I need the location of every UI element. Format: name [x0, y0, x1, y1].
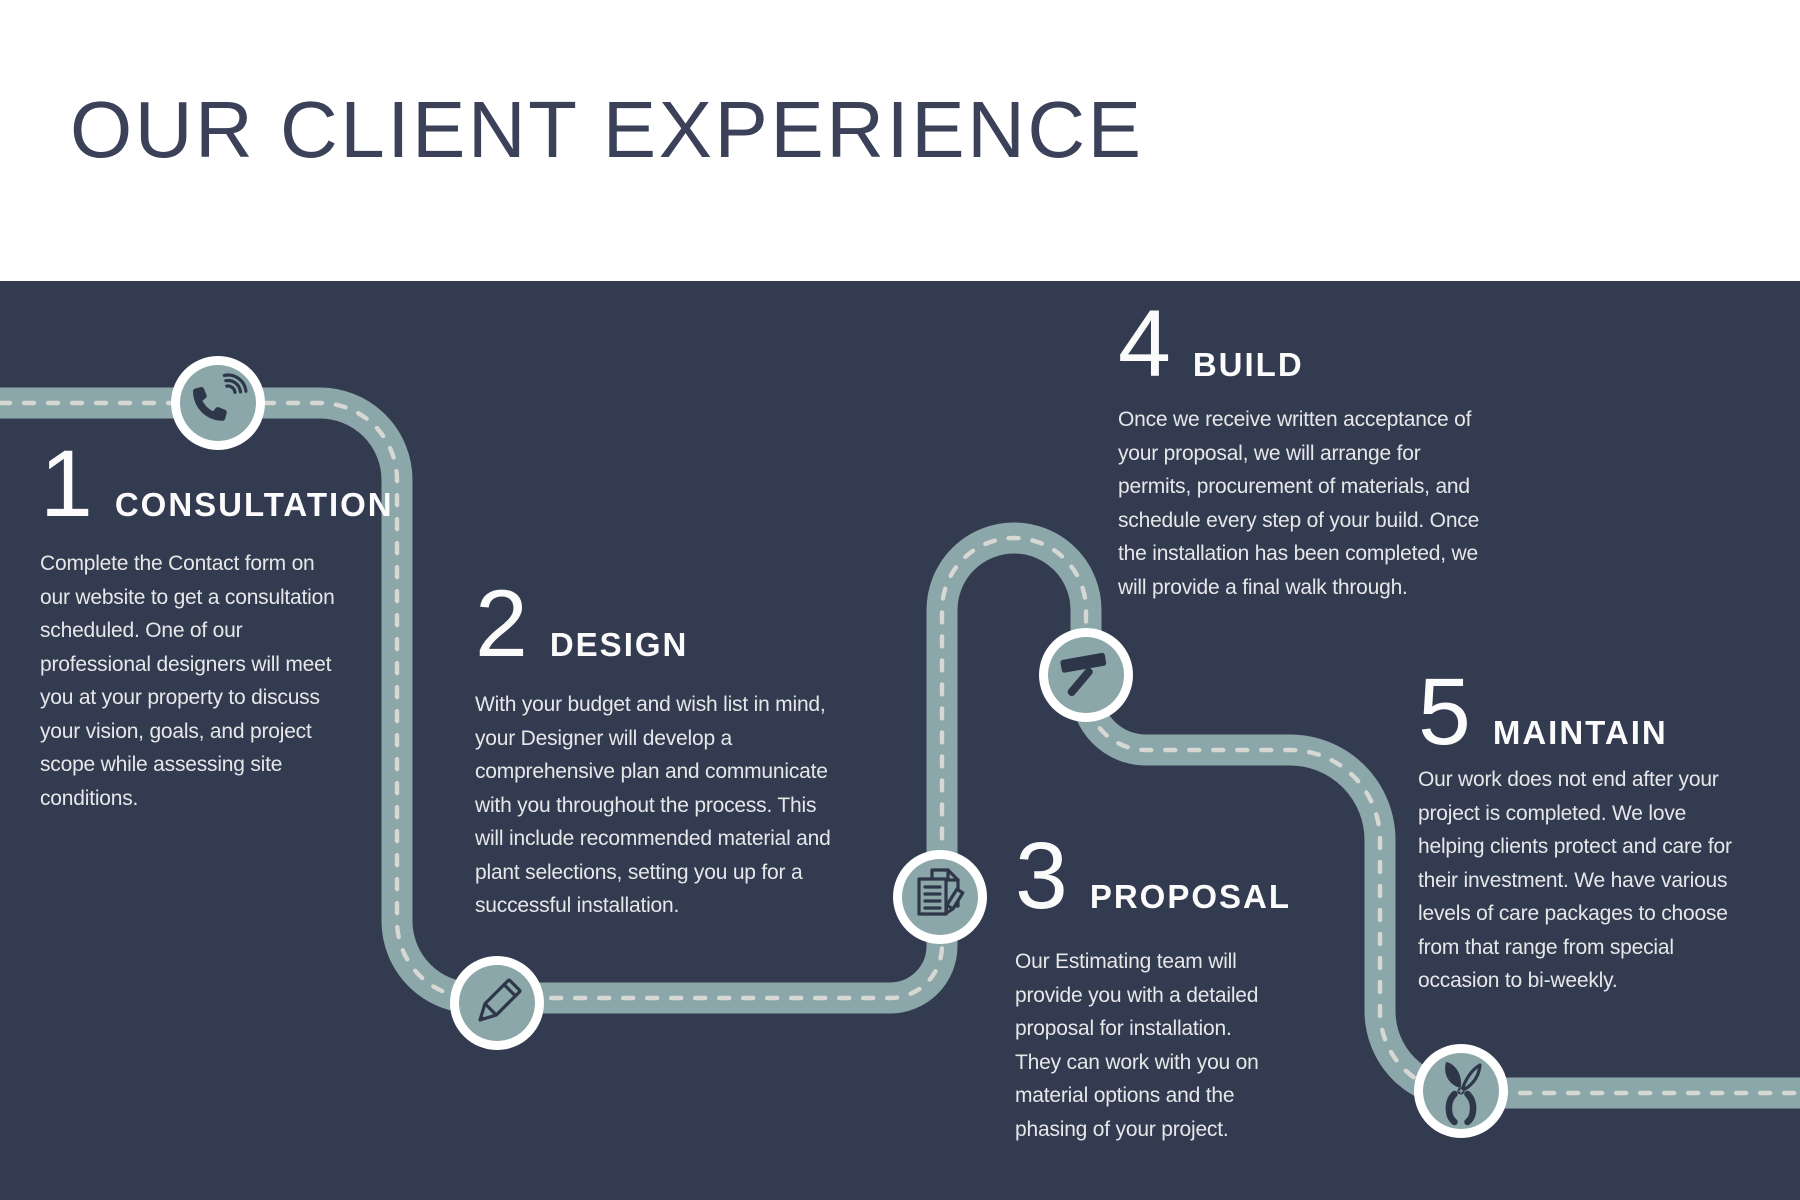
step-number: 3	[1015, 823, 1068, 929]
step-3-badge	[893, 850, 987, 944]
page-title: OUR CLIENT EXPERIENCE	[70, 85, 1144, 174]
step-maintain: 5 MAINTAIN Our work does not end after y…	[1418, 659, 1798, 998]
pencil-icon	[478, 978, 522, 1022]
step-number: 1	[40, 431, 93, 537]
step-heading: 4 BUILD	[1118, 291, 1548, 397]
pruning-shears-icon	[1445, 1062, 1482, 1126]
step-label: MAINTAIN	[1492, 714, 1668, 751]
step-design: 2 DESIGN With your budget and wish list …	[475, 571, 875, 923]
step-description: Complete the Contact form on our website…	[40, 552, 335, 810]
step-label: PROPOSAL	[1089, 878, 1292, 915]
step-4-badge	[1039, 628, 1133, 722]
phone-icon	[193, 373, 248, 421]
step-heading: 1 CONSULTATION	[40, 431, 400, 537]
step-label: BUILD	[1192, 346, 1304, 383]
step-build: 4 BUILD Once we receive written acceptan…	[1118, 291, 1548, 604]
step-description: Our work does not end after your project…	[1418, 768, 1732, 992]
step-2-badge	[450, 956, 544, 1050]
step-description: With your budget and wish list in mind, …	[475, 693, 831, 917]
step-number: 2	[475, 571, 528, 677]
step-label: DESIGN	[549, 626, 689, 663]
hammer-icon	[1060, 652, 1107, 697]
badge-face	[180, 365, 256, 441]
step-description: Our Estimating team will provide you wit…	[1015, 950, 1259, 1141]
road-centerline	[0, 400, 1800, 1096]
step-label: CONSULTATION	[114, 486, 394, 523]
step-heading: 2 DESIGN	[475, 571, 875, 677]
step-number: 4	[1118, 291, 1171, 397]
badge-face	[459, 965, 535, 1041]
document-pencil-icon	[917, 868, 965, 916]
step-heading: 5 MAINTAIN	[1418, 659, 1798, 765]
step-5-badge	[1414, 1044, 1508, 1138]
step-consultation: 1 CONSULTATION Complete the Contact form…	[40, 431, 400, 815]
step-proposal: 3 PROPOSAL Our Estimating team will prov…	[1015, 823, 1345, 1146]
step-number: 5	[1418, 659, 1471, 765]
step-description: Once we receive written acceptance of yo…	[1118, 408, 1480, 599]
step-1-badge	[171, 356, 265, 450]
header-band: OUR CLIENT EXPERIENCE	[0, 0, 1800, 281]
step-heading: 3 PROPOSAL	[1015, 823, 1345, 929]
